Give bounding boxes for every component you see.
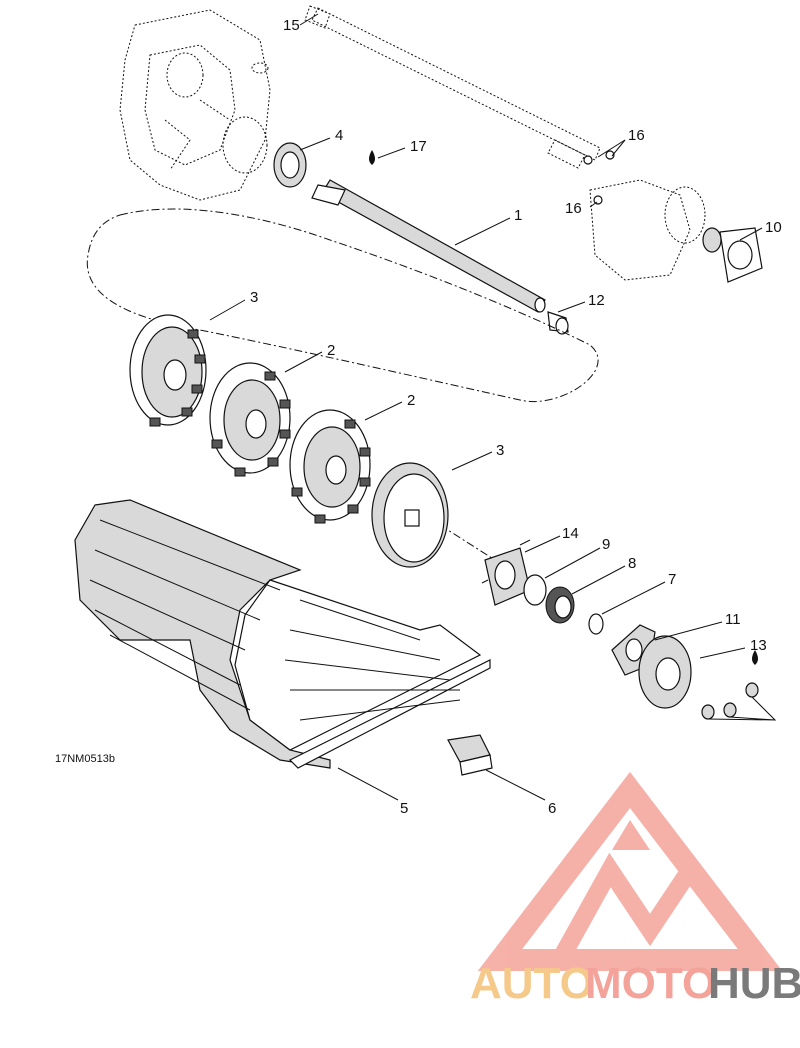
chaincase-housing [119, 9, 271, 201]
callout-labels: 15 1 3 2 2 3 4 17 12 10 16 16 14 9 8 7 1… [55, 17, 782, 817]
callout-5: 7 [668, 571, 676, 588]
callout-14: 12 [588, 292, 605, 309]
drive-shaft-1 [311, 179, 546, 313]
slider-clip-9 [447, 734, 493, 776]
end-cover-plate [638, 635, 692, 709]
adhesive-drop-icon [752, 650, 758, 665]
seal-4 [273, 142, 307, 188]
callout-11: 15 [283, 17, 300, 34]
callout-3-left: 3 [250, 289, 258, 306]
watermark-text-moto: MOTO [585, 959, 716, 1008]
bushing-14 [547, 311, 569, 335]
callout-7: 9 [602, 536, 610, 553]
callout-9: 6 [548, 800, 556, 817]
callout-4: 4 [335, 127, 343, 144]
callout-2-first: 2 [327, 342, 335, 359]
nuts-set [701, 682, 777, 721]
callout-10: 14 [562, 525, 579, 542]
watermark-text-hub: HUB [708, 959, 800, 1008]
axis-centerline [439, 524, 496, 561]
callout-2-second: 2 [407, 392, 415, 409]
track-8 [74, 499, 491, 769]
wheel-3-left [129, 314, 207, 427]
callout-3-right: 3 [496, 442, 504, 459]
callout-1: 1 [514, 207, 522, 224]
callout-16-top: 16 [628, 127, 645, 144]
callout-8: 5 [400, 800, 408, 817]
circlip-5 [588, 613, 604, 635]
callout-12: 10 [765, 219, 782, 236]
lubricant-drop-icon [369, 150, 375, 165]
bearing-bracket-12 [583, 150, 763, 283]
callout-16-side: 16 [565, 200, 582, 217]
callout-13: 11 [725, 611, 741, 628]
callout-6: 8 [628, 555, 636, 572]
drawing-reference-code: 17NM0513b [55, 753, 115, 765]
spacer-7 [523, 574, 547, 606]
wheel-3-right [371, 462, 449, 568]
leader-lines [209, 13, 763, 801]
watermark-wordmark: AUTO MOTO HUB [470, 959, 800, 1008]
bearing-6 [545, 586, 575, 624]
sprocket-2-first [209, 362, 291, 477]
callout-17: 17 [410, 138, 427, 155]
track-path-outline [86, 208, 599, 402]
sprocket-2-second [289, 409, 371, 524]
callout-15: 13 [750, 637, 767, 654]
upper-driven-shaft [304, 5, 601, 169]
watermark-text-auto: AUTO [470, 959, 594, 1008]
bearing-housing-10 [481, 539, 531, 606]
watermark-logo-icon [477, 771, 783, 971]
